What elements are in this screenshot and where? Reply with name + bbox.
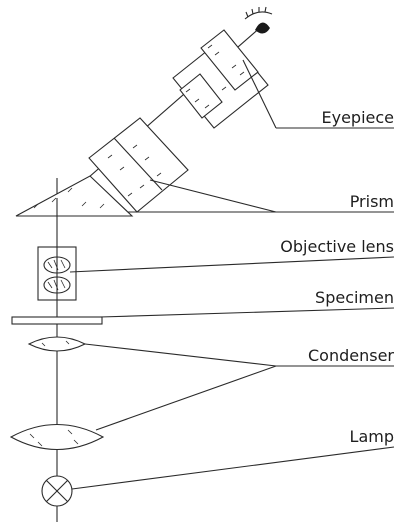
specimen-slide [11,316,103,325]
lamp-icon [41,475,73,507]
label-condenser: Condenser [308,346,394,365]
prism-housing [88,117,189,213]
eyepiece [172,29,269,129]
prism [15,175,134,217]
condenser-lens-lower [9,424,105,450]
label-specimen: Specimen [315,288,394,307]
eye-icon [244,6,273,34]
label-lamp: Lamp [350,427,394,446]
label-prism: Prism [350,192,394,211]
label-eyepiece: Eyepiece [321,108,394,127]
objective-lens [37,246,77,301]
condenser-lens-upper [27,336,87,352]
leader-lines [69,59,395,490]
label-objective-lens: Objective lens [280,237,394,256]
